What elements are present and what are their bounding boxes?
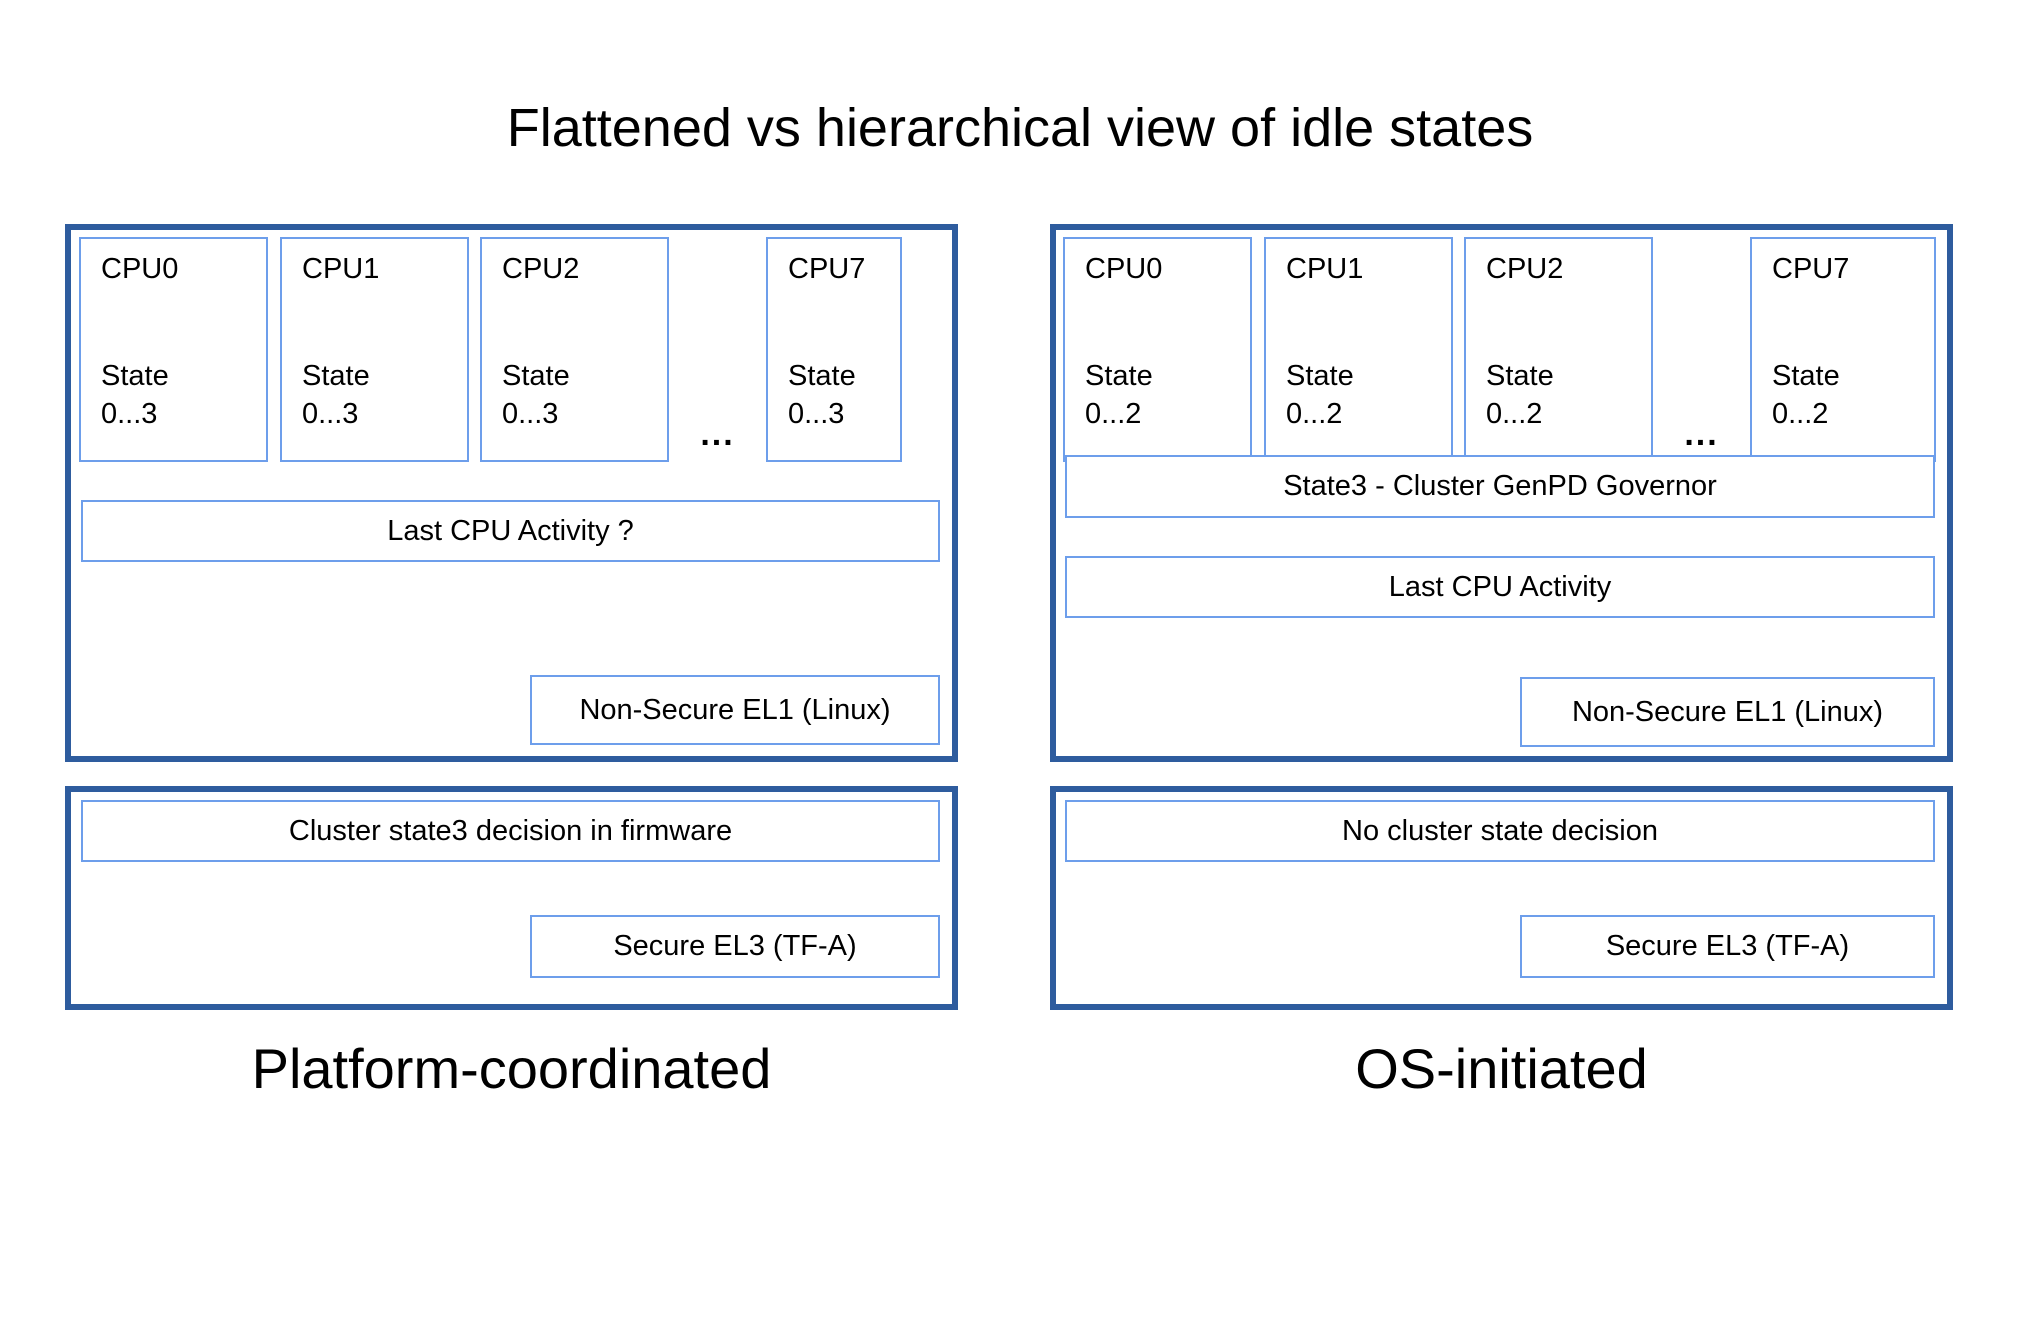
cpu-state: State 0...2: [1085, 357, 1153, 434]
no-cluster-decision-box: No cluster state decision: [1065, 800, 1935, 862]
cpu-state: State 0...2: [1286, 357, 1354, 434]
cpu-state-label: State: [1085, 360, 1153, 392]
cpu-state-range: 0...2: [1486, 398, 1543, 431]
cpu-name: CPU1: [1286, 253, 1364, 285]
cpu-state: State 0...3: [302, 357, 370, 434]
caption-os-initiated: OS-initiated: [1355, 1037, 1648, 1100]
platform-top-panel: CPU0 State 0...3 CPU1 State 0...3 CPU2 S…: [65, 224, 958, 762]
cpu-state-range: 0...3: [788, 398, 845, 431]
cpu-name: CPU7: [788, 253, 866, 285]
os-top-panel: CPU0 State 0...2 CPU1 State 0...2 CPU2 S…: [1050, 224, 1953, 762]
cpu-name: CPU7: [1772, 253, 1850, 285]
cpu-ellipsis: ...: [700, 415, 735, 453]
cpu-state-label: State: [788, 360, 856, 392]
cpu-name: CPU1: [302, 253, 380, 285]
cpu-box: CPU1 State 0...3: [280, 237, 469, 462]
secure-el3-box: Secure EL3 (TF-A): [530, 915, 940, 978]
cpu-ellipsis: ...: [1684, 415, 1719, 453]
cpu-name: CPU2: [502, 253, 580, 285]
cpu-box: CPU2 State 0...2: [1464, 237, 1653, 462]
cpu-name: CPU0: [101, 253, 179, 285]
cpu-state: State 0...3: [101, 357, 169, 434]
os-bottom-panel: No cluster state decision Secure EL3 (TF…: [1050, 786, 1953, 1010]
platform-bottom-panel: Cluster state3 decision in firmware Secu…: [65, 786, 958, 1010]
caption-platform-coordinated: Platform-coordinated: [251, 1037, 772, 1100]
secure-el3-box: Secure EL3 (TF-A): [1520, 915, 1935, 978]
cpu-state: State 0...2: [1772, 357, 1840, 434]
cpu-state-range: 0...2: [1085, 398, 1142, 431]
last-cpu-activity-box: Last CPU Activity ?: [81, 500, 940, 562]
cpu-box: CPU7 State 0...2: [1750, 237, 1936, 462]
cpu-state: State 0...3: [788, 357, 856, 434]
cpu-state-range: 0...2: [1286, 398, 1343, 431]
cpu-name: CPU0: [1085, 253, 1163, 285]
cpu-state: State 0...3: [502, 357, 570, 434]
cpu-state: State 0...2: [1486, 357, 1554, 434]
cpu-state-label: State: [1486, 360, 1554, 392]
page-title: Flattened vs hierarchical view of idle s…: [506, 98, 1534, 158]
cpu-box: CPU0 State 0...3: [79, 237, 268, 462]
cpu-box: CPU2 State 0...3: [480, 237, 669, 462]
non-secure-el1-box: Non-Secure EL1 (Linux): [530, 675, 940, 745]
cpu-state-range: 0...3: [101, 398, 158, 431]
cpu-box: CPU7 State 0...3: [766, 237, 902, 462]
cpu-state-range: 0...3: [502, 398, 559, 431]
cpu-state-label: State: [502, 360, 570, 392]
cpu-state-range: 0...3: [302, 398, 359, 431]
non-secure-el1-box: Non-Secure EL1 (Linux): [1520, 677, 1935, 747]
cpu-box: CPU0 State 0...2: [1063, 237, 1252, 462]
cpu-state-label: State: [302, 360, 370, 392]
cluster-decision-box: Cluster state3 decision in firmware: [81, 800, 940, 862]
last-cpu-activity-box: Last CPU Activity: [1065, 556, 1935, 618]
cpu-state-label: State: [101, 360, 169, 392]
cpu-state-range: 0...2: [1772, 398, 1829, 431]
cpu-state-label: State: [1772, 360, 1840, 392]
cpu-state-label: State: [1286, 360, 1354, 392]
cpu-box: CPU1 State 0...2: [1264, 237, 1453, 462]
cpu-name: CPU2: [1486, 253, 1564, 285]
cluster-genpd-governor-box: State3 - Cluster GenPD Governor: [1065, 455, 1935, 518]
